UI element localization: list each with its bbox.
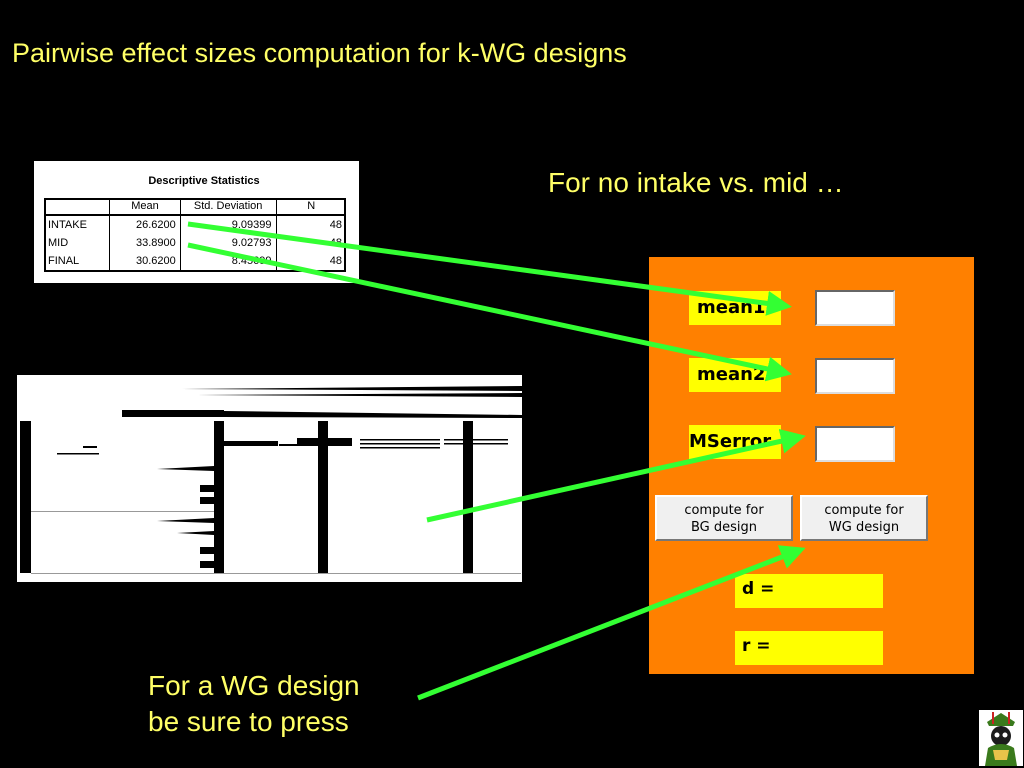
stats-grid: Mean Std. Deviation N INTAKE 26.6200 9.0… [44, 198, 346, 272]
stats-table-title: Descriptive Statistics [148, 175, 260, 187]
stats-header-mean: Mean [109, 198, 181, 216]
compute-wg-button[interactable]: compute for WG design [800, 495, 928, 541]
cell-mean: 30.6200 [109, 252, 181, 272]
cell-sd: 9.09399 [180, 215, 277, 234]
table-row: MID 33.8900 9.02793 48 [44, 234, 346, 252]
corrupted-table-image [17, 375, 522, 582]
mean1-label: mean1 [689, 291, 781, 325]
stats-header-sd: Std. Deviation [180, 198, 277, 216]
table-row: FINAL 30.6200 8.45699 48 [44, 252, 346, 272]
r-output: r = [735, 631, 883, 665]
corrupted-table-artifacts [20, 386, 522, 574]
cell-sd: 9.02793 [180, 234, 277, 252]
slide-title: Pairwise effect sizes computation for k-… [12, 38, 627, 68]
corner-logo [979, 710, 1023, 766]
note-line-1: For a WG design [148, 670, 360, 701]
mserror-label: MSerror [689, 425, 781, 459]
cell-n: 48 [329, 237, 342, 249]
cell-n: 48 [329, 219, 342, 231]
mean1-input[interactable] [815, 290, 895, 326]
mean2-label: mean2 [689, 358, 781, 392]
note-line-2: be sure to press [148, 706, 349, 737]
descriptive-statistics-table: Descriptive Statistics Mean Std. Deviati… [34, 161, 359, 283]
cell-sd: 8.45699 [180, 252, 277, 272]
row-label: INTAKE [44, 215, 111, 234]
table-row: INTAKE 26.6200 9.09399 48 [44, 215, 346, 234]
cell-mean: 33.8900 [109, 234, 181, 252]
cartoon-mascot-icon [979, 710, 1023, 766]
stats-header-row: Mean Std. Deviation N [44, 198, 346, 216]
instruction-note: For a WG design be sure to press [148, 668, 360, 740]
cell-mean: 26.6200 [109, 215, 181, 234]
stats-header-n: N [276, 198, 346, 216]
compute-bg-button[interactable]: compute for BG design [655, 495, 793, 541]
effect-size-calculator: mean1 mean2 MSerror compute for BG desig… [649, 257, 974, 674]
mean2-input[interactable] [815, 358, 895, 394]
mserror-input[interactable] [815, 426, 895, 462]
row-label: MID [44, 234, 111, 252]
row-label: FINAL [44, 252, 111, 272]
stats-header-blank [44, 198, 111, 216]
d-output: d = [735, 574, 883, 608]
comparison-subtitle: For no intake vs. mid … [548, 167, 844, 198]
cell-n: 48 [276, 252, 346, 272]
